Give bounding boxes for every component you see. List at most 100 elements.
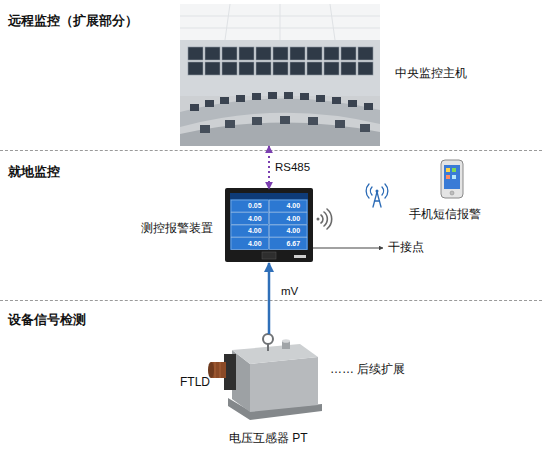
rs485-link [268,146,270,189]
connector-label: mV [281,285,298,298]
antenna-symbol [366,184,388,207]
art-shape [308,117,318,125]
art-shape [335,120,345,128]
art-shape [358,47,373,60]
antenna-symbol [382,187,384,195]
node-label: 电压互感器 PT [229,431,308,445]
phone-symbol [446,175,450,179]
art-shape [188,47,203,60]
art-shape [348,100,357,107]
art-shape [273,62,288,75]
wifi-symbol [324,212,327,226]
pt-photo [215,362,216,378]
device-panel [262,252,276,259]
section-band: 设备信号检测电压互感器 PT [0,300,542,452]
art-shape [300,93,309,100]
screen-value: 4.00 [287,215,301,223]
art-shape [324,47,339,60]
section-title: 就地监控 [8,165,60,179]
art-shape [270,213,308,225]
art-shape [358,62,373,75]
art-shape [252,117,262,125]
screen-value: 0.05 [248,202,262,210]
art-shape [231,238,269,250]
art-shape [256,47,271,60]
node-label: 测控报警装置 [141,221,213,235]
antenna-symbol [376,190,379,193]
section-band: 远程监控（扩展部分） 中央监控主机 [0,0,542,150]
antenna-symbol [385,184,388,198]
control-room-photo [225,4,230,40]
art-shape [231,200,269,212]
pt-photo [232,344,318,364]
art-shape [188,47,373,75]
art-shape [205,100,214,107]
art-shape [268,92,277,99]
pt-photo [263,334,273,344]
section-band: 就地监控测控报警装置手机短信报警干接点 [0,150,542,300]
device-panel [294,255,306,258]
antenna-symbol [377,192,381,207]
art-shape [307,62,322,75]
antenna-symbol [375,200,380,201]
screen-value: 4.00 [248,215,262,223]
control-room-photo [180,122,380,146]
section-title: 设备信号检测 [8,313,86,327]
art-shape [236,95,245,102]
art-shape [270,225,308,237]
art-shape [239,62,254,75]
art-shape [239,47,254,60]
pt-photo [282,339,290,343]
section-title: 远程监控（扩展部分） [8,14,138,28]
art-shape [360,124,370,132]
art-shape [341,47,356,60]
art-shape [316,95,325,102]
device-panel [230,193,308,250]
art-shape [225,120,235,128]
control-room-photo [180,4,380,146]
antenna-symbol [366,184,369,198]
art-shape [341,62,356,75]
pt-photo [250,357,318,412]
wifi-symbol [327,209,332,229]
connector-label: RS485 [275,161,310,174]
art-shape [307,47,322,60]
node-label: 中央监控主机 [395,66,467,80]
control-room-photo [180,40,380,96]
device-panel [230,193,308,199]
art-shape [222,47,237,60]
art-shape [231,225,269,237]
art-shape [205,62,220,75]
art-shape [290,62,305,75]
output-arrow [313,247,383,248]
monitor-host: 中央监控主机 [180,4,380,146]
art-shape [324,62,339,75]
phone-symbol [441,160,463,198]
control-room-photo [180,98,380,127]
art-shape [205,47,220,60]
node-label: 干接点 [388,240,424,254]
control-room-photo [180,4,380,40]
wifi-symbol [317,218,320,221]
art-shape [290,47,305,60]
device-panel [225,188,313,262]
screen-value: 4.00 [248,227,262,235]
art-shape [270,238,308,250]
expansion-note: …… 后续扩展 [330,362,405,376]
art-shape [252,93,261,100]
art-shape [270,200,308,212]
phone-symbol [452,175,456,179]
art-shape [231,200,307,250]
phone-symbol [444,165,460,189]
control-room-photo [180,96,380,146]
art-shape [284,92,293,99]
screen-value: 4.00 [287,227,301,235]
pt-photo [267,344,269,351]
pt-photo [220,362,221,378]
art-shape [332,97,341,104]
signal-arrow [268,263,271,334]
control-room-photo [330,4,335,40]
art-shape [280,116,290,124]
